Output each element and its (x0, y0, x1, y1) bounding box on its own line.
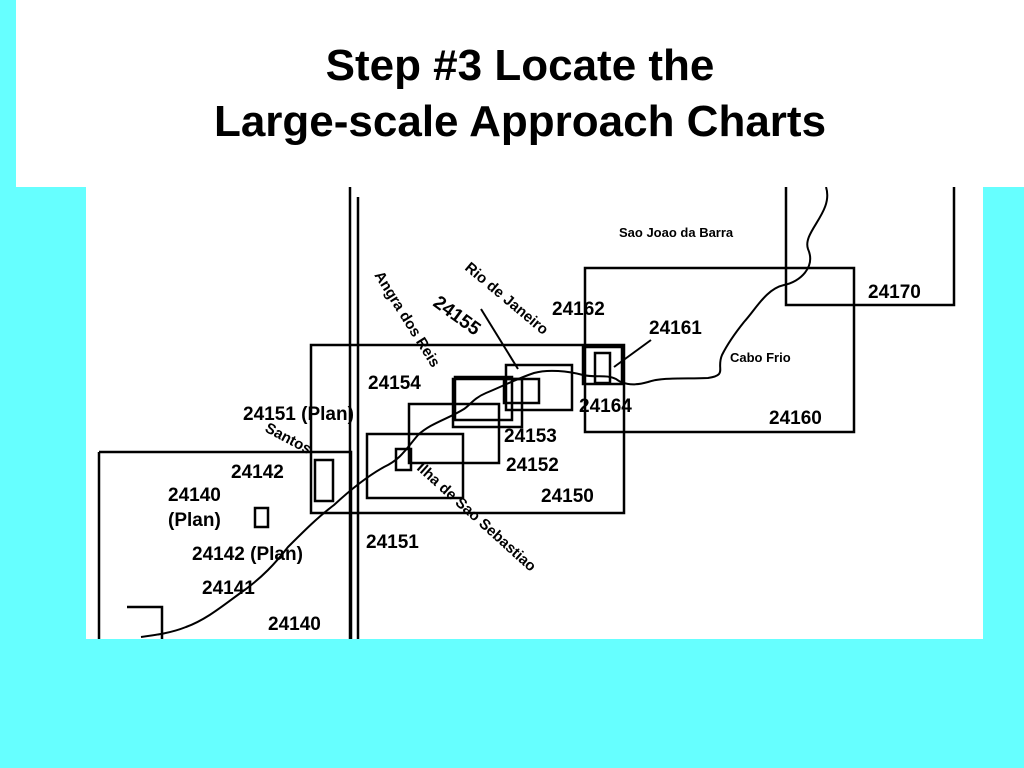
label-24161: 24161 (649, 318, 702, 339)
title-line-1: Step #3 Locate the (325, 41, 715, 90)
coastline (140, 187, 829, 638)
place-angra-dos-reis: Angra dos Reis (371, 268, 444, 370)
place-ilha-de-sao-sebastiao: Ilha de Sao Sebastiao (413, 459, 539, 575)
label-24151-plan: 24151 (Plan) (243, 404, 354, 425)
label-24154: 24154 (368, 373, 421, 394)
chart-frame-24161 (593, 351, 612, 385)
chart-frame-24154 (453, 375, 514, 422)
chart-frame-24140 (97, 450, 353, 639)
chart-frame-24150 (309, 343, 626, 515)
chart-frame-24162 (581, 345, 624, 386)
label-24151: 24151 (366, 532, 419, 553)
leader-line-24155 (480, 308, 519, 370)
title-panel: Step #3 Locate the Large-scale Approach … (16, 0, 1024, 187)
label-24153: 24153 (504, 426, 557, 447)
label-24152: 24152 (506, 455, 559, 476)
chart-frame-24141 (127, 605, 164, 639)
label-24164: 24164 (579, 396, 632, 417)
label-24141: 24141 (202, 578, 255, 599)
label-24140-plan-line2: (Plan) (168, 510, 221, 531)
chart-frame-24140-plan (253, 506, 270, 529)
label-24155: 24155 (429, 292, 484, 340)
label-24170: 24170 (868, 282, 921, 303)
chart-frame-24160 (583, 266, 856, 434)
map-drawing: 24170 24162 24161 24155 24154 24164 2416… (97, 187, 956, 639)
label-24150: 24150 (541, 486, 594, 507)
label-24162: 24162 (552, 299, 605, 320)
label-24140: 24140 (268, 614, 321, 635)
chart-frame-24164 (502, 377, 541, 405)
chart-index-map: 24170 24162 24161 24155 24154 24164 2416… (86, 187, 983, 639)
label-24142: 24142 (231, 462, 284, 483)
place-sao-joao-da-barra: Sao Joao da Barra (619, 225, 734, 240)
label-24142-plan: 24142 (Plan) (192, 544, 303, 565)
chart-frame-24153 (451, 377, 524, 429)
title-line-2: Large-scale Approach Charts (213, 97, 827, 146)
chart-frame-24155 (504, 363, 574, 412)
leader-line-24161 (613, 339, 652, 368)
chart-frame-24142 (313, 458, 335, 503)
place-cabo-frio: Cabo Frio (730, 350, 791, 365)
label-24160: 24160 (769, 408, 822, 429)
chart-frame-24170 (784, 187, 956, 307)
page-title: Step #3 Locate the Large-scale Approach … (16, 38, 1024, 150)
label-24140-plan-line1: 24140 (168, 485, 221, 506)
